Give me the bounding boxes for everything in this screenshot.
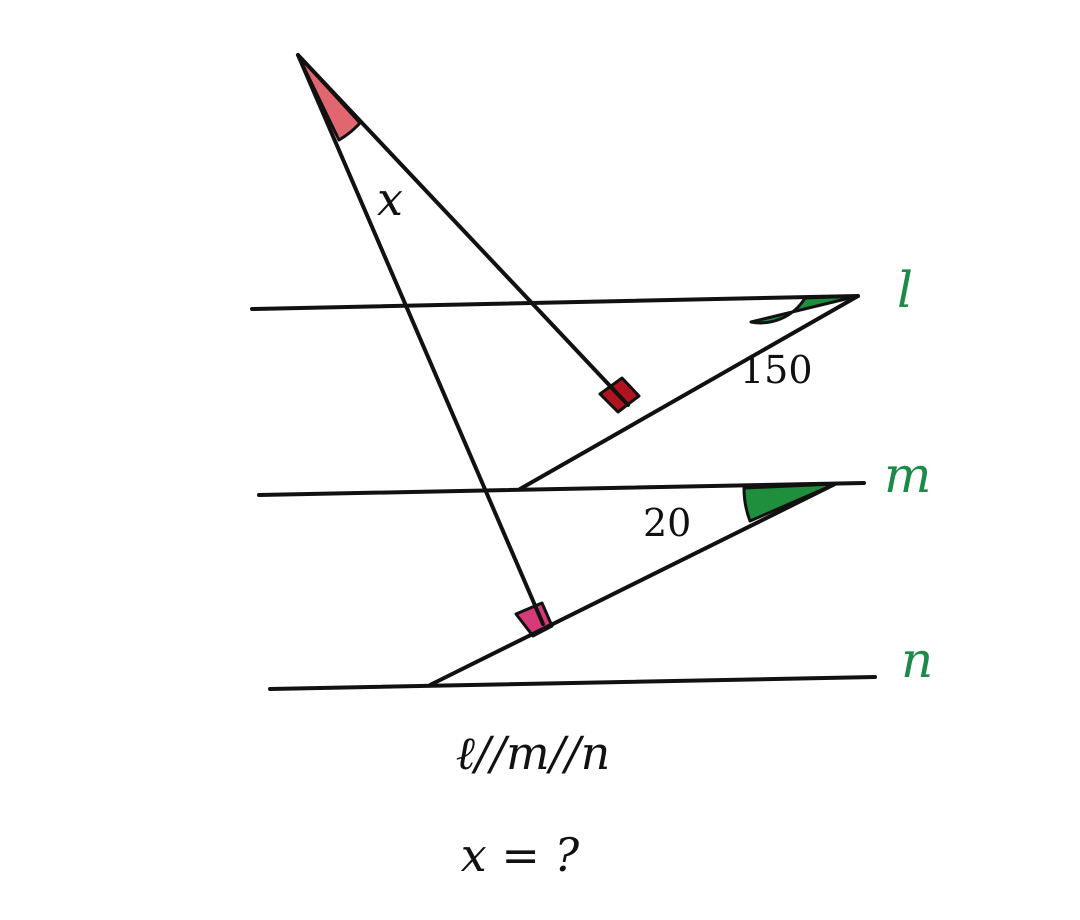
segment-apex-to-upper-foot (296, 53, 630, 407)
line-label-l: l (897, 261, 913, 319)
segment-m-to-n (428, 482, 837, 687)
line-label-m: m (884, 446, 931, 504)
line-m (257, 481, 866, 497)
angle-label-20: 20 (643, 501, 691, 545)
line-l (250, 294, 860, 311)
line-label-n: n (901, 631, 933, 689)
parallel-condition: ℓ//m//n (456, 726, 610, 780)
segment-l-to-m (518, 294, 860, 491)
segment-apex-to-lower-foot (296, 53, 545, 626)
angle-label-150: 150 (740, 348, 813, 392)
line-n (268, 675, 877, 691)
angle-150-mark (749, 294, 860, 325)
angle-label-x: x (377, 172, 403, 226)
question-text: x = ? (461, 828, 580, 882)
